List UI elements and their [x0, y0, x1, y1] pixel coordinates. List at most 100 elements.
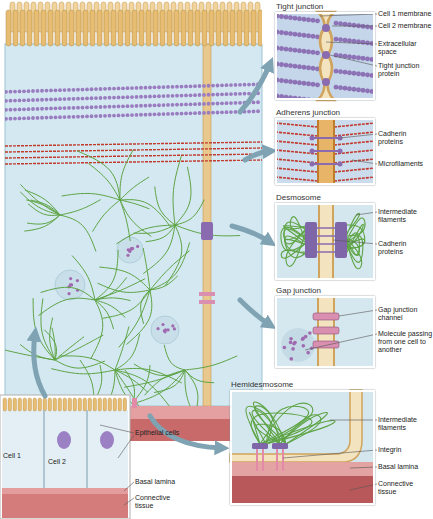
protein-bead	[347, 39, 351, 43]
intermediate-filament	[284, 226, 307, 244]
tight-junction-bead	[27, 89, 31, 93]
tight-junction-bead	[202, 102, 206, 106]
intermediate-filament	[164, 345, 185, 370]
vesicle	[151, 316, 179, 344]
microvillus	[90, 10, 95, 46]
part-label: Connective tissue	[378, 480, 433, 496]
tight-junction-bead	[81, 97, 85, 101]
tight-junction-bead	[144, 95, 148, 99]
protein-bead	[284, 63, 288, 67]
intermediate-filament	[33, 298, 55, 360]
molecule-dot	[292, 342, 296, 346]
tight-junction-bead	[27, 107, 31, 111]
tight-junction-bead	[49, 107, 53, 111]
microvillus	[123, 398, 127, 411]
tight-junction-bead	[148, 86, 152, 90]
panel-background	[275, 118, 375, 185]
tight-junction-bead	[90, 96, 94, 100]
tight-junction-bead	[153, 103, 157, 107]
microvillus	[209, 10, 214, 46]
protein-bead	[288, 47, 292, 51]
protein-bead	[297, 65, 301, 69]
protein-bead	[302, 65, 306, 69]
microvillus	[58, 398, 62, 411]
cytoplasm-zone	[281, 328, 315, 362]
tight-junction-bead	[216, 102, 220, 106]
intermediate-filament	[89, 163, 120, 200]
protein-bead	[343, 54, 347, 58]
intermediate-filament	[145, 370, 185, 395]
tight-junction-bead	[157, 85, 161, 89]
microvillus	[48, 398, 52, 411]
molecule-dot	[76, 279, 79, 282]
protein-bead	[361, 24, 365, 28]
intermediate-filament	[281, 242, 307, 258]
tight-junction-bead	[144, 104, 148, 108]
cadherin-end	[338, 149, 343, 154]
molecule-dot	[291, 347, 295, 351]
tight-junction-bead	[126, 104, 130, 108]
intermediate-filament	[120, 200, 149, 209]
tight-junction-bead	[85, 105, 89, 109]
tight-junction-bead	[130, 113, 134, 117]
tight-junction-bead	[238, 101, 242, 105]
tight-junction-bead	[238, 83, 242, 87]
tight-junction-bead	[67, 88, 71, 92]
tight-junction-bead	[148, 104, 152, 108]
microvillus	[223, 10, 228, 46]
tight-junction-bead	[238, 92, 242, 96]
tight-junction-bead	[76, 97, 80, 101]
molecule-dot	[289, 341, 293, 345]
zoom-arrow	[240, 64, 270, 112]
intermediate-filament	[20, 184, 60, 215]
cadherin	[312, 163, 340, 165]
intermediate-filament	[134, 225, 175, 233]
microvillus	[41, 10, 46, 46]
intermediate-filament	[5, 347, 55, 360]
tight-junction-bead	[58, 106, 62, 110]
tight-junction-bead	[121, 86, 125, 90]
tight-junction-bead	[54, 115, 58, 119]
tight-junction-bead	[135, 113, 139, 117]
microvillus	[118, 10, 123, 46]
tight-junction-bead	[36, 107, 40, 111]
tight-junction-bead	[162, 103, 166, 107]
protein-bead	[311, 18, 315, 22]
tight-junction-bead	[103, 105, 107, 109]
tight-junction-bead	[36, 89, 40, 93]
protein-bead	[334, 37, 338, 41]
intermediate-filament	[91, 300, 103, 359]
intermediate-filament	[135, 365, 150, 400]
cadherin-end	[310, 162, 315, 167]
microvillus	[53, 398, 57, 411]
part-label: Tight junction protein	[378, 62, 433, 78]
protein-bead	[352, 87, 356, 91]
tight-junction-bead	[256, 109, 260, 113]
panel-box: Gap junction	[275, 296, 375, 368]
intermediate-filament	[95, 279, 145, 300]
protein-bead	[365, 73, 369, 77]
protein-bead	[338, 69, 342, 73]
tight-junction-bead	[27, 116, 31, 120]
tight-junction-bead	[81, 88, 85, 92]
tight-junction-bead	[202, 84, 206, 88]
tight-junction-bead	[225, 92, 229, 96]
protein-bead	[288, 63, 292, 67]
cell-border	[86, 410, 88, 488]
intermediate-filament	[134, 364, 185, 376]
vesicle	[55, 270, 85, 300]
protein-bead	[311, 34, 315, 38]
intermediate-filament	[25, 190, 60, 215]
hemidesmosome-peg	[132, 398, 137, 408]
connective-tissue	[230, 476, 375, 505]
tight-junction-bead	[193, 102, 197, 106]
tight-junction-bead	[94, 105, 98, 109]
tight-junction-bead	[54, 97, 58, 101]
tight-junction-bead	[216, 111, 220, 115]
tight-junction-bead	[72, 106, 76, 110]
cell-border	[43, 410, 45, 488]
microvillus	[146, 10, 151, 46]
protein-bead	[334, 69, 338, 73]
leader-line	[283, 450, 377, 458]
tight-junction-bead	[31, 89, 35, 93]
